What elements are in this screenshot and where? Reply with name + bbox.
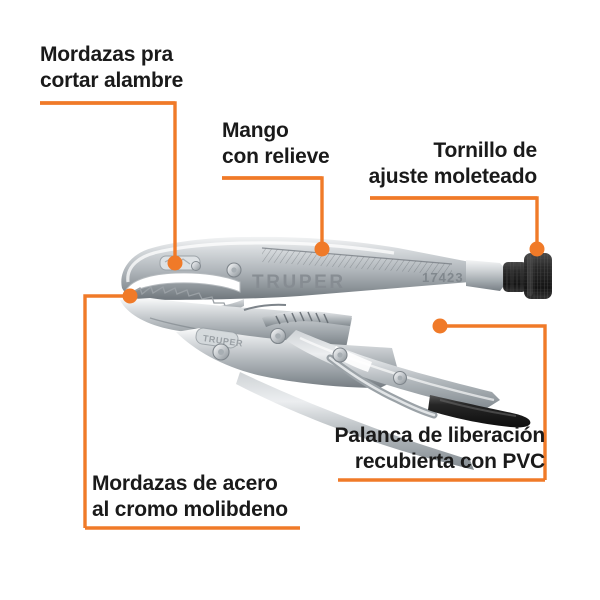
callout-label-chrome-molybdenum-jaws: Mordazas de acero al cromo molibdeno bbox=[92, 472, 288, 522]
upper-jaw-group: TRUPER 17423 bbox=[121, 236, 470, 300]
adjusting-screw-group bbox=[466, 253, 552, 299]
brand-engraving: TRUPER bbox=[252, 272, 346, 293]
toggle-spring-linkage bbox=[243, 303, 352, 327]
callout-label-jaws-wire-cutter: Mordazas pra cortar alambre bbox=[40, 43, 184, 93]
callout-label-knurled-adjusting-screw: Tornillo de ajuste moleteado bbox=[368, 139, 538, 189]
rivets bbox=[191, 261, 408, 386]
model-engraving: 17423 bbox=[422, 270, 464, 285]
callout-label-handle-relief: Mango con relieve bbox=[222, 119, 330, 169]
callout-label-pvc-release-lever: Palanca de liberación recubierta con PVC bbox=[334, 424, 545, 474]
